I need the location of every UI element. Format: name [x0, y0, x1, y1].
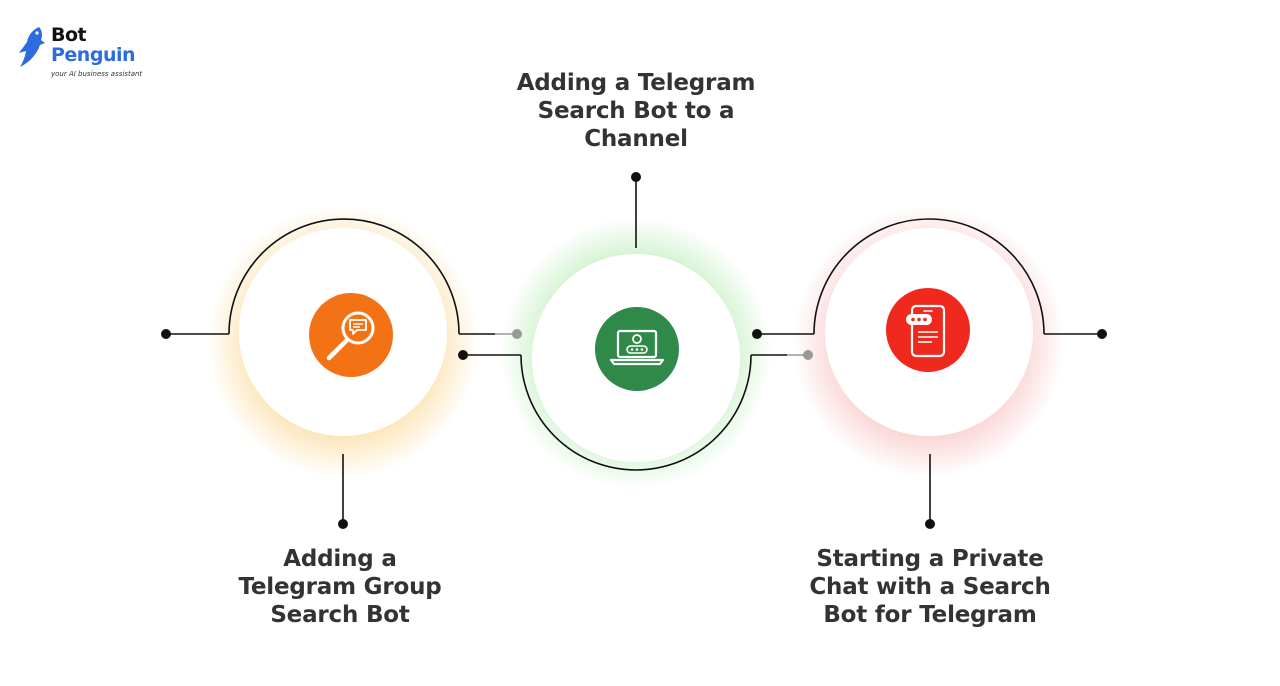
step-2-arc	[520, 354, 752, 471]
step-3-label-line: Chat with a Search	[809, 574, 1051, 600]
step-1-label: Adding a Telegram Group Search Bot	[210, 545, 470, 629]
step-1-label-line: Search Bot	[270, 602, 410, 628]
step-2-label: Adding a Telegram Search Bot to a Channe…	[506, 69, 766, 153]
brand-name-line2: Penguin	[51, 44, 136, 66]
brand-logo: Bot Penguin your AI business assistant	[18, 24, 158, 84]
step-1-label-line: Telegram Group	[238, 574, 442, 600]
connector-dots	[161, 172, 1107, 529]
step-3-arc	[813, 218, 1045, 335]
step-3-label-line: Bot for Telegram	[823, 602, 1037, 628]
step-3-label: Starting a Private Chat with a Search Bo…	[800, 545, 1060, 629]
penguin-logo-icon	[19, 27, 45, 67]
brand-tagline: your AI business assistant	[51, 70, 143, 78]
step-2-label-line: Adding a Telegram	[516, 70, 756, 96]
step-2-label-line: Channel	[584, 126, 688, 152]
laptop-bot-icon	[595, 307, 679, 391]
step-1-label-line: Adding a	[283, 546, 397, 572]
step-2-label-line: Search Bot to a	[537, 98, 735, 124]
brand-name-line1: Bot	[51, 24, 87, 46]
connector-grey-dots	[512, 329, 813, 360]
phone-chat-icon	[886, 288, 970, 372]
magnifier-chat-icon	[309, 293, 393, 377]
step-1-arc	[228, 218, 460, 335]
connector-lines	[166, 177, 1102, 524]
step-3-label-line: Starting a Private	[816, 546, 1044, 572]
